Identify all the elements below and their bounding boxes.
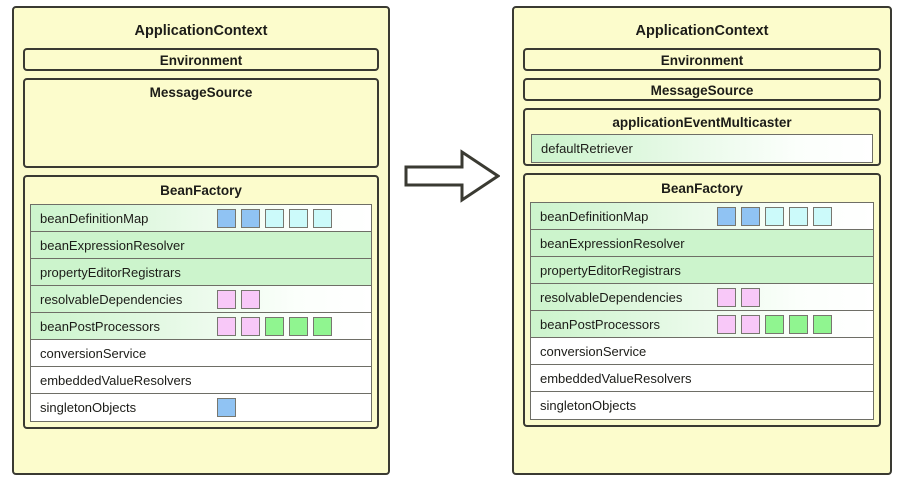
token-square-palecyan	[813, 206, 832, 226]
message-source-title-right: MessageSource	[650, 82, 754, 98]
bean-factory-row-list-left: beanDefinitionMap beanExpressionResolver p…	[30, 204, 372, 422]
environment-title-right: Environment	[660, 52, 744, 68]
token-square-blue	[217, 398, 236, 417]
token-square-green	[313, 316, 332, 336]
token-square-pink	[741, 314, 760, 334]
row-embeddedValueResolvers: embeddedValueResolvers	[31, 367, 371, 394]
environment-box-right: Environment	[523, 47, 881, 71]
message-source-box-left: MessageSource	[23, 77, 379, 168]
token-square-pink	[717, 287, 736, 307]
token-square-palecyan	[265, 208, 284, 228]
token-group	[717, 284, 760, 310]
row-label: resolvableDependencies	[40, 291, 183, 307]
row-beanExpressionResolver: beanExpressionResolver	[531, 230, 873, 257]
row-beanPostProcessors: beanPostProcessors	[531, 311, 873, 338]
token-square-palecyan	[789, 206, 808, 226]
token-square-green	[813, 314, 832, 334]
token-square-blue	[717, 206, 736, 226]
bean-factory-box-right: BeanFactory beanDefinitionMap beanExpress…	[523, 172, 881, 427]
row-propertyEditorRegistrars: propertyEditorRegistrars	[531, 257, 873, 284]
row-resolvableDependencies: resolvableDependencies	[531, 284, 873, 311]
multicaster-row-list: defaultRetriever	[531, 134, 873, 163]
token-square-green	[265, 316, 284, 336]
application-context-panel-right: ApplicationContext Environment MessageSo…	[512, 6, 892, 475]
arrow-right-icon	[404, 149, 501, 203]
row-beanExpressionResolver: beanExpressionResolver	[31, 232, 371, 259]
message-source-box-right: MessageSource	[523, 77, 881, 101]
token-group	[217, 205, 332, 231]
token-square-pink	[241, 316, 260, 336]
row-beanDefinitionMap: beanDefinitionMap	[31, 205, 371, 232]
row-label: defaultRetriever	[541, 141, 633, 156]
bean-factory-title-left: BeanFactory	[160, 182, 242, 198]
row-embeddedValueResolvers: embeddedValueResolvers	[531, 365, 873, 392]
row-label: beanPostProcessors	[540, 316, 660, 332]
token-group	[217, 313, 332, 339]
panel-title-left: ApplicationContext	[134, 23, 268, 39]
bean-factory-row-list-right: beanDefinitionMap beanExpressionResolver p…	[530, 202, 874, 420]
token-square-palecyan	[289, 208, 308, 228]
row-label: singletonObjects	[40, 400, 137, 415]
token-square-blue	[741, 206, 760, 226]
row-singletonObjects: singletonObjects	[531, 392, 873, 419]
panel-title-right: ApplicationContext	[635, 23, 769, 39]
row-defaultRetriever: defaultRetriever	[532, 135, 872, 162]
token-square-green	[789, 314, 808, 334]
token-square-blue	[241, 208, 260, 228]
token-group	[217, 394, 236, 421]
row-label: propertyEditorRegistrars	[540, 262, 681, 278]
message-source-title-left: MessageSource	[149, 84, 253, 100]
row-resolvableDependencies: resolvableDependencies	[31, 286, 371, 313]
transition-arrow	[404, 148, 501, 204]
row-label: embeddedValueResolvers	[540, 370, 692, 386]
row-label: beanDefinitionMap	[540, 208, 649, 224]
row-label: propertyEditorRegistrars	[40, 264, 181, 280]
token-square-green	[289, 316, 308, 336]
token-square-palecyan	[313, 208, 332, 228]
row-singletonObjects: singletonObjects	[31, 394, 371, 421]
token-group	[217, 286, 260, 312]
token-square-palecyan	[765, 206, 784, 226]
environment-box-left: Environment	[23, 47, 379, 71]
row-label: beanDefinitionMap	[40, 210, 149, 226]
row-label: resolvableDependencies	[540, 289, 683, 305]
row-label: beanExpressionResolver	[540, 235, 685, 251]
token-square-green	[765, 314, 784, 334]
application-context-panel-left: ApplicationContext Environment MessageSo…	[12, 6, 390, 475]
row-label: beanExpressionResolver	[40, 237, 185, 253]
row-conversionService: conversionService	[531, 338, 873, 365]
row-conversionService: conversionService	[31, 340, 371, 367]
row-beanPostProcessors: beanPostProcessors	[31, 313, 371, 340]
token-square-pink	[717, 314, 736, 334]
row-beanDefinitionMap: beanDefinitionMap	[531, 203, 873, 230]
token-square-pink	[217, 316, 236, 336]
row-label: beanPostProcessors	[40, 318, 160, 334]
application-event-multicaster-title: applicationEventMulticaster	[612, 114, 792, 130]
token-group	[717, 203, 832, 229]
bean-factory-box-left: BeanFactory beanDefinitionMap beanExpress…	[23, 174, 379, 429]
row-label: embeddedValueResolvers	[40, 372, 192, 388]
environment-title-left: Environment	[159, 52, 243, 68]
token-square-pink	[241, 289, 260, 309]
row-label: conversionService	[40, 345, 147, 361]
application-event-multicaster-box: applicationEventMulticaster defaultRetri…	[523, 107, 881, 166]
bean-factory-title-right: BeanFactory	[661, 180, 743, 196]
token-square-pink	[217, 289, 236, 309]
token-square-pink	[741, 287, 760, 307]
row-label: conversionService	[540, 343, 647, 359]
row-propertyEditorRegistrars: propertyEditorRegistrars	[31, 259, 371, 286]
row-label: singletonObjects	[540, 398, 637, 413]
token-group	[717, 311, 832, 337]
token-square-blue	[217, 208, 236, 228]
